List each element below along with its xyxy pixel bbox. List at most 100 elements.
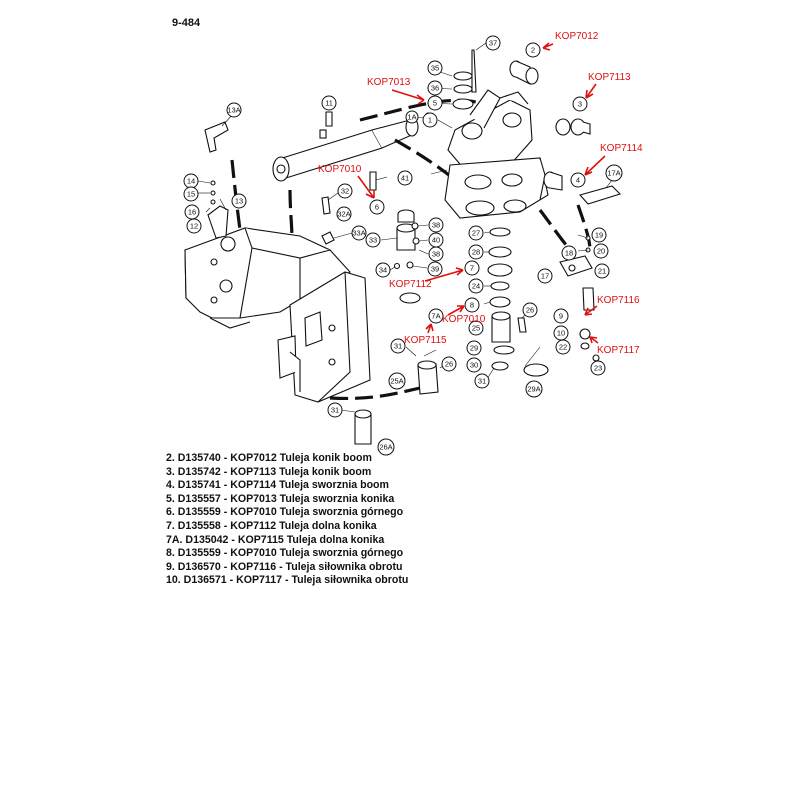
- hose-right-long: [576, 204, 592, 251]
- callout-22: 22: [555, 339, 571, 355]
- hose-lower: [329, 386, 421, 400]
- callout-40: 40: [428, 232, 444, 248]
- svg-text:31: 31: [394, 342, 402, 351]
- svg-text:10: 10: [557, 329, 565, 338]
- svg-text:7A: 7A: [431, 312, 440, 321]
- svg-text:26A: 26A: [379, 443, 392, 452]
- svg-text:17: 17: [541, 272, 549, 281]
- parts-list-item: 9. D136570 - KOP7116 - Tuleja siłownika …: [166, 560, 403, 573]
- kop-7115: KOP7115: [404, 323, 447, 346]
- callout-23: 23: [590, 360, 606, 376]
- callout-20: 20: [593, 243, 609, 259]
- svg-text:19: 19: [595, 231, 603, 240]
- callout-28: 28: [468, 244, 484, 260]
- callout-26-lower: 26: [441, 356, 457, 372]
- kop-7117: KOP7117: [589, 336, 640, 356]
- pin-26a: [354, 409, 372, 445]
- callout-1a: 1A: [405, 110, 419, 124]
- callout-34: 34: [375, 262, 391, 278]
- svg-text:16: 16: [188, 208, 196, 217]
- page-number: 9-484: [172, 17, 201, 29]
- callout-17a: 17A: [605, 164, 623, 182]
- callout-29: 29: [466, 340, 482, 356]
- callout-41: 41: [397, 170, 413, 186]
- svg-text:40: 40: [432, 236, 440, 245]
- svg-text:KOP7010: KOP7010: [318, 164, 362, 175]
- callout-21: 21: [594, 263, 610, 279]
- callout-26: 26: [522, 302, 538, 318]
- callout-5: 5: [427, 95, 443, 111]
- pin-25a: [417, 360, 439, 395]
- parts-list: 2. D135740 - KOP7012 Tuleja konik boom 3…: [166, 452, 566, 588]
- svg-text:24: 24: [472, 282, 480, 291]
- svg-text:26: 26: [526, 306, 534, 315]
- svg-text:35: 35: [431, 64, 439, 73]
- svg-text:27: 27: [472, 229, 480, 238]
- callout-18: 18: [561, 245, 577, 261]
- svg-text:18: 18: [565, 249, 573, 258]
- bushing-10: [579, 328, 591, 340]
- callout-4: 4: [570, 172, 586, 188]
- svg-text:KOP7010: KOP7010: [442, 314, 486, 325]
- callout-35: 35: [427, 60, 443, 76]
- svg-text:28: 28: [472, 248, 480, 257]
- kop-7012: KOP7012: [542, 31, 599, 51]
- svg-text:29: 29: [470, 344, 478, 353]
- svg-text:KOP7116: KOP7116: [597, 295, 640, 306]
- callout-31: 31: [474, 373, 490, 389]
- washer-7a: [399, 292, 421, 304]
- svg-text:5: 5: [433, 99, 437, 108]
- svg-text:41: 41: [401, 174, 409, 183]
- callout-1: 1: [422, 112, 438, 128]
- callout-31-lower: 31: [390, 338, 406, 354]
- svg-text:23: 23: [594, 364, 602, 373]
- svg-text:37: 37: [489, 39, 497, 48]
- washer-38: [411, 222, 419, 230]
- parts-list-item: 7A. D135042 - KOP7115 Tuleja dolna konik…: [166, 533, 385, 546]
- callout-13a: 13A: [226, 102, 242, 118]
- swing-tower: [444, 89, 549, 219]
- washer-29a: [523, 363, 549, 377]
- callout-16: 16: [184, 204, 200, 220]
- nut-39: [406, 261, 414, 269]
- hose-frame-left: [288, 189, 294, 241]
- parts-artwork: [184, 42, 622, 445]
- kop-7010-lower: KOP7010: [442, 305, 486, 325]
- bushing-6: [397, 209, 415, 223]
- pin-41: [369, 171, 377, 191]
- kop-7114: KOP7114: [584, 143, 643, 176]
- pin-33: [396, 223, 416, 251]
- svg-text:KOP7115: KOP7115: [404, 335, 447, 346]
- svg-text:KOP7112: KOP7112: [389, 279, 432, 290]
- pin-32: [321, 196, 331, 215]
- pin-25: [491, 311, 511, 343]
- pin-37: [471, 49, 477, 93]
- bushing-4: [543, 171, 563, 191]
- rings-35-36-5: [452, 71, 474, 110]
- nut-34: [393, 262, 401, 270]
- callout-markers: 2 3 4 5 1 1A 35 36 37 13A 11 14 15 16 13…: [183, 35, 623, 456]
- svg-text:26: 26: [445, 360, 453, 369]
- svg-text:32A: 32A: [337, 210, 350, 219]
- kop-7116: KOP7116: [584, 295, 640, 316]
- callout-3: 3: [572, 96, 588, 112]
- parts-list-item: 3. D135742 - KOP7113 Tuleja konik boom: [166, 465, 372, 478]
- callout-19: 19: [591, 227, 607, 243]
- svg-text:9: 9: [559, 312, 563, 321]
- svg-text:25: 25: [472, 324, 480, 333]
- callout-7: 7: [464, 260, 480, 276]
- callout-13: 13: [231, 193, 247, 209]
- callout-33: 33: [365, 232, 381, 248]
- washer-22: [580, 342, 590, 350]
- svg-text:KOP7117: KOP7117: [597, 345, 640, 356]
- svg-text:KOP7012: KOP7012: [555, 31, 599, 42]
- pin-33a: [321, 231, 335, 245]
- clamp-17a: [579, 185, 622, 205]
- bracket-12: [207, 205, 229, 239]
- callout-25: 25: [468, 320, 484, 336]
- callout-7a: 7A: [428, 308, 444, 324]
- callout-24: 24: [468, 278, 484, 294]
- svg-text:31: 31: [331, 406, 339, 415]
- svg-text:38: 38: [432, 221, 440, 230]
- callout-38b: 38: [428, 246, 444, 262]
